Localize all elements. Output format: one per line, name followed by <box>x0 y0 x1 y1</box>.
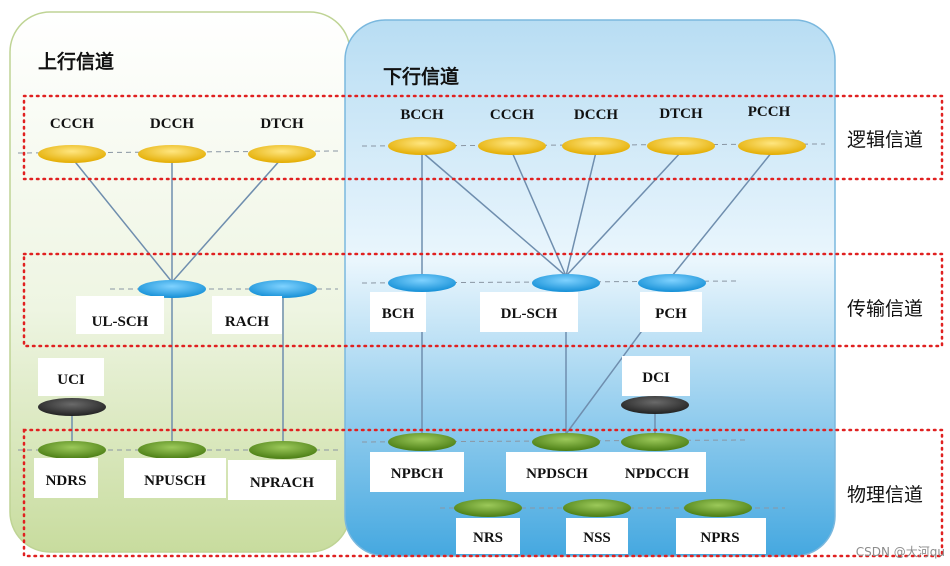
control-nodes <box>38 396 689 416</box>
physical-nodes <box>38 433 752 517</box>
link-ccch-dlsch <box>511 151 567 277</box>
physical-layer-title: 物理信道 <box>847 484 923 506</box>
transport-nodes <box>138 274 706 298</box>
ulsch-label-box <box>76 296 164 334</box>
dl-ccch-node <box>478 137 546 155</box>
dl-nrs-node <box>454 499 522 517</box>
ul-ndrs-node <box>38 441 106 459</box>
csdn-watermark: CSDN @大河qu <box>856 545 945 559</box>
transport-layer-title: 传输信道 <box>847 298 923 320</box>
ul-nprach-node <box>249 441 317 459</box>
ul-ccch-node <box>38 145 106 163</box>
dl-bcch-node <box>388 137 456 155</box>
ul-dcch-node <box>138 145 206 163</box>
link-bcch-dlsch <box>421 151 567 277</box>
ul-ulsch-node <box>138 280 206 298</box>
layer-boxes <box>22 94 944 558</box>
label-boxes <box>34 292 766 554</box>
dl-pch-node <box>638 274 706 292</box>
dci-label: DCI <box>642 370 670 386</box>
npdsch-label: NPDSCH <box>526 466 588 482</box>
dl-dtch-label: DTCH <box>659 106 703 122</box>
nss-label-box <box>566 518 628 554</box>
rach-label-box <box>212 296 282 334</box>
ul-npusch-node <box>138 441 206 459</box>
mapping-lines <box>71 151 773 443</box>
bch-label: BCH <box>382 306 415 322</box>
ulsch-label: UL-SCH <box>92 314 149 330</box>
pch-label-box <box>640 292 702 332</box>
uci-label: UCI <box>57 372 85 388</box>
rach-label: RACH <box>225 314 269 330</box>
nss-label: NSS <box>583 530 611 546</box>
dl-bch-node <box>388 274 456 292</box>
nrs-label-box <box>456 518 520 554</box>
ul-dcch-label: DCCH <box>150 116 194 132</box>
dci-label-box <box>622 356 690 396</box>
pch-label: PCH <box>655 306 687 322</box>
dl-pcch-label: PCCH <box>748 104 791 120</box>
dl-ccch-label: CCCH <box>490 107 534 123</box>
link-dcch-dlsch <box>565 151 597 277</box>
dl-npbch-node <box>388 433 456 451</box>
dl-pcch-node <box>738 137 806 155</box>
logical-nodes <box>38 137 806 163</box>
nprach-label-box <box>228 460 336 500</box>
dlsch-label: DL-SCH <box>501 306 558 322</box>
nprach-label: NPRACH <box>250 475 314 491</box>
nrs-label: NRS <box>473 530 503 546</box>
dl-nprs-node <box>684 499 752 517</box>
npusch-label: NPUSCH <box>144 473 206 489</box>
dlsch-label-box <box>480 292 578 332</box>
channel-labels: UL-SCH RACH UCI NDRS NPUSCH NPRACH BCH D… <box>46 306 740 546</box>
transport-layer-box <box>22 252 944 348</box>
npdcch-label: NPDCCH <box>625 466 689 482</box>
dl-dcch-node <box>562 137 630 155</box>
ul-dtch-node <box>248 145 316 163</box>
bch-label-box <box>370 292 426 332</box>
npdsch-label-box <box>506 452 608 492</box>
uci-label-box <box>38 358 104 396</box>
downlink-title: 下行信道 <box>383 65 459 88</box>
link-dtch-dlsch <box>565 151 682 277</box>
dl-nss-node <box>563 499 631 517</box>
logical-layer-title: 逻辑信道 <box>847 129 923 151</box>
ul-rach-node <box>249 280 317 298</box>
physical-layer-box <box>22 428 944 558</box>
dl-bcch-label: BCCH <box>400 107 444 123</box>
nprs-label-box <box>676 518 766 554</box>
npbch-label-box <box>370 452 464 492</box>
nprs-label: NPRS <box>700 530 739 546</box>
logical-labels: CCCH DCCH DTCH BCCH CCCH DCCH DTCH PCCH <box>50 104 791 132</box>
dl-npdsch-node <box>532 433 600 451</box>
dl-npdcch-node <box>621 433 689 451</box>
dl-dlsch-node <box>532 274 600 292</box>
ndrs-label: NDRS <box>46 473 87 489</box>
uci-node <box>38 398 106 416</box>
dl-dcch-label: DCCH <box>574 107 618 123</box>
npdcch-label-box <box>608 452 706 492</box>
uplink-title: 上行信道 <box>38 50 114 73</box>
link-pcch-pch <box>671 151 773 277</box>
dci-node <box>621 396 689 414</box>
ndrs-label-box <box>34 458 98 498</box>
ul-ccch-label: CCCH <box>50 116 94 132</box>
ul-dtch-label: DTCH <box>260 116 304 132</box>
npusch-label-box <box>124 458 226 498</box>
dl-dtch-node <box>647 137 715 155</box>
npbch-label: NPBCH <box>391 466 444 482</box>
